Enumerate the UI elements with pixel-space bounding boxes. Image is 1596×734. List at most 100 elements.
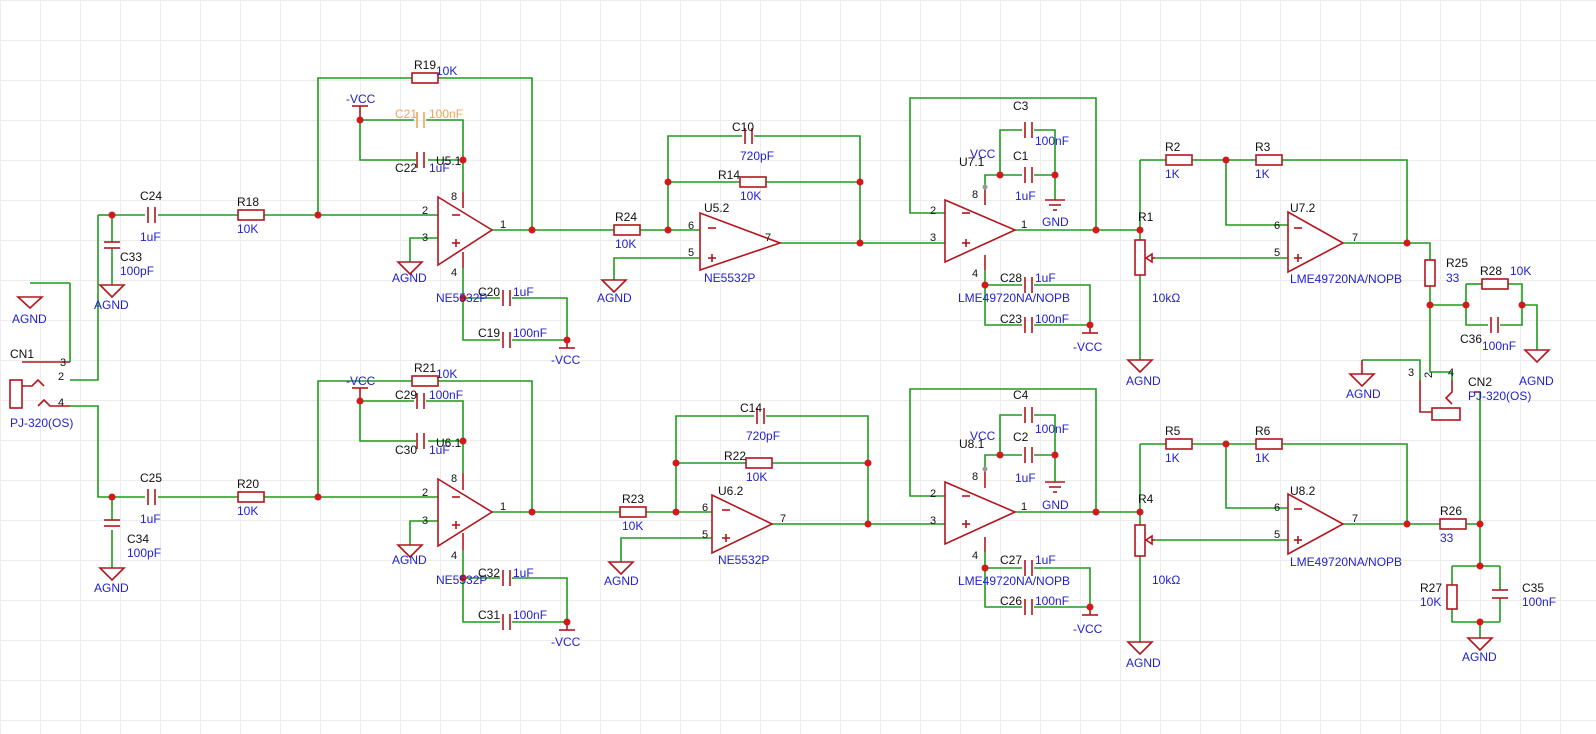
schematic-label: 5 [702, 529, 708, 541]
schematic-label: R19 [414, 58, 436, 72]
schematic-label: 6 [1274, 502, 1280, 514]
schematic-label: -VCC [551, 635, 581, 649]
opamp-u5-1 [437, 195, 494, 267]
schematic-label: 1K [1165, 451, 1180, 465]
schematic-label: C21 [395, 107, 417, 121]
schematic-label: 4 [451, 550, 457, 562]
schematic-label: 1uF [1035, 553, 1056, 567]
schematic-label: 1uF [513, 566, 534, 580]
schematic-label: 720pF [746, 429, 780, 443]
schematic-label: 100nF [429, 388, 463, 402]
schematic-label: 10K [237, 504, 258, 518]
schematic-label: C28 [1000, 271, 1022, 285]
schematic-label: R28 [1480, 264, 1502, 278]
schematic-label: 100nF [1035, 312, 1069, 326]
opamp-u8-1 [944, 480, 1017, 546]
schematic-label: 7 [1352, 232, 1358, 244]
schematic-label: R3 [1255, 140, 1271, 154]
schematic-label: 100nF [1035, 134, 1069, 148]
label-cn2: CN2 [1468, 375, 1492, 389]
schematic-label: U8.1 [959, 437, 985, 451]
schematic-label: U7.1 [959, 155, 985, 169]
schematic-label: C2 [1013, 430, 1029, 444]
schematic-label: C25 [140, 471, 162, 485]
schematic-label: LME49720NA/NOPB [958, 291, 1070, 305]
schematic-label: C20 [478, 285, 500, 299]
schematic-label: LME49720NA/NOPB [1290, 272, 1402, 286]
schematic-label: 10K [1510, 264, 1531, 278]
schematic-label: 3 [1408, 367, 1414, 379]
schematic-label: AGND [1126, 374, 1161, 388]
schematic-label: 100nF [1035, 594, 1069, 608]
schematic-label: C35 [1522, 581, 1544, 595]
schematic-label: 6 [1274, 220, 1280, 232]
schematic-label: C14 [740, 401, 762, 415]
schematic-label: R26 [1440, 504, 1462, 518]
schematic-label: U8.2 [1290, 484, 1316, 498]
schematic-label: AGND [94, 581, 129, 595]
schematic-label: R22 [724, 449, 746, 463]
schematic-label: -VCC [346, 374, 376, 388]
schematic-label: 1K [1165, 167, 1180, 181]
schematic-label: 10K [436, 64, 457, 78]
schematic-label: 2 [422, 487, 428, 499]
schematic-label: R25 [1446, 256, 1468, 270]
schematic-label: R1 [1138, 210, 1154, 224]
schematic-label: 7 [780, 513, 786, 525]
schematic-label: 5 [1274, 529, 1280, 541]
schematic-label: GND [1042, 215, 1069, 229]
schematic-label: 6 [688, 220, 694, 232]
schematic-label: 100pF [120, 264, 154, 278]
schematic-label: 33 [1440, 531, 1454, 545]
schematic-label: 720pF [740, 149, 774, 163]
schematic-label: 2 [930, 205, 936, 217]
schematic-label: NE5532P [436, 291, 487, 305]
schematic-label: 8 [972, 471, 978, 483]
schematic-label: 10K [237, 222, 258, 236]
schematic-label: 1 [500, 219, 506, 231]
schematic-label: -VCC [551, 353, 581, 367]
schematic-label: -VCC [1073, 340, 1103, 354]
schematic-label: 10kΩ [1152, 573, 1180, 587]
schematic-label: R14 [718, 168, 740, 182]
schematic-label: U7.2 [1290, 201, 1316, 215]
schematic-label: AGND [12, 312, 47, 326]
schematic-label: R4 [1138, 492, 1154, 506]
schematic-label: AGND [1346, 387, 1381, 401]
schematic-label: GND [1042, 498, 1069, 512]
schematic-label: 100nF [513, 326, 547, 340]
label-cn1: CN1 [10, 347, 34, 361]
schematic-label: R18 [237, 195, 259, 209]
schematic-label: 1 [1021, 219, 1027, 231]
schematic-label: C22 [395, 161, 417, 175]
schematic-label: LME49720NA/NOPB [1290, 555, 1402, 569]
opamp-u7-1 [944, 198, 1017, 264]
symbols [9, 72, 1551, 656]
schematic-label: R21 [414, 361, 436, 375]
schematic-label: 100nF [1482, 339, 1516, 353]
schematic-label: 4 [972, 268, 978, 280]
schematic-label: 7 [765, 232, 771, 244]
schematic-label: NE5532P [436, 573, 487, 587]
schematic-label: C23 [1000, 312, 1022, 326]
schematic-label: 10K [1420, 595, 1441, 609]
junctions [108, 116, 1526, 626]
schematic-label: 4 [58, 397, 64, 409]
schematic-label: 100nF [1522, 595, 1556, 609]
schematic-label: VCC [970, 429, 996, 443]
schematic-label: 1uF [140, 230, 161, 244]
opamp-u5-2 [699, 211, 783, 272]
schematic-label: 8 [451, 191, 457, 203]
schematic-label: 6 [702, 502, 708, 514]
schematic-label: AGND [1126, 656, 1161, 670]
schematic-label: 3 [930, 515, 936, 527]
schematic-label: U6.2 [718, 484, 744, 498]
schematic-label: 8 [451, 473, 457, 485]
schematic-label: 10K [615, 237, 636, 251]
schematic-label: 3 [422, 232, 428, 244]
schematic-label: C4 [1013, 388, 1029, 402]
schematic-label: C3 [1013, 99, 1029, 113]
schematic-label: 2 [58, 371, 64, 383]
